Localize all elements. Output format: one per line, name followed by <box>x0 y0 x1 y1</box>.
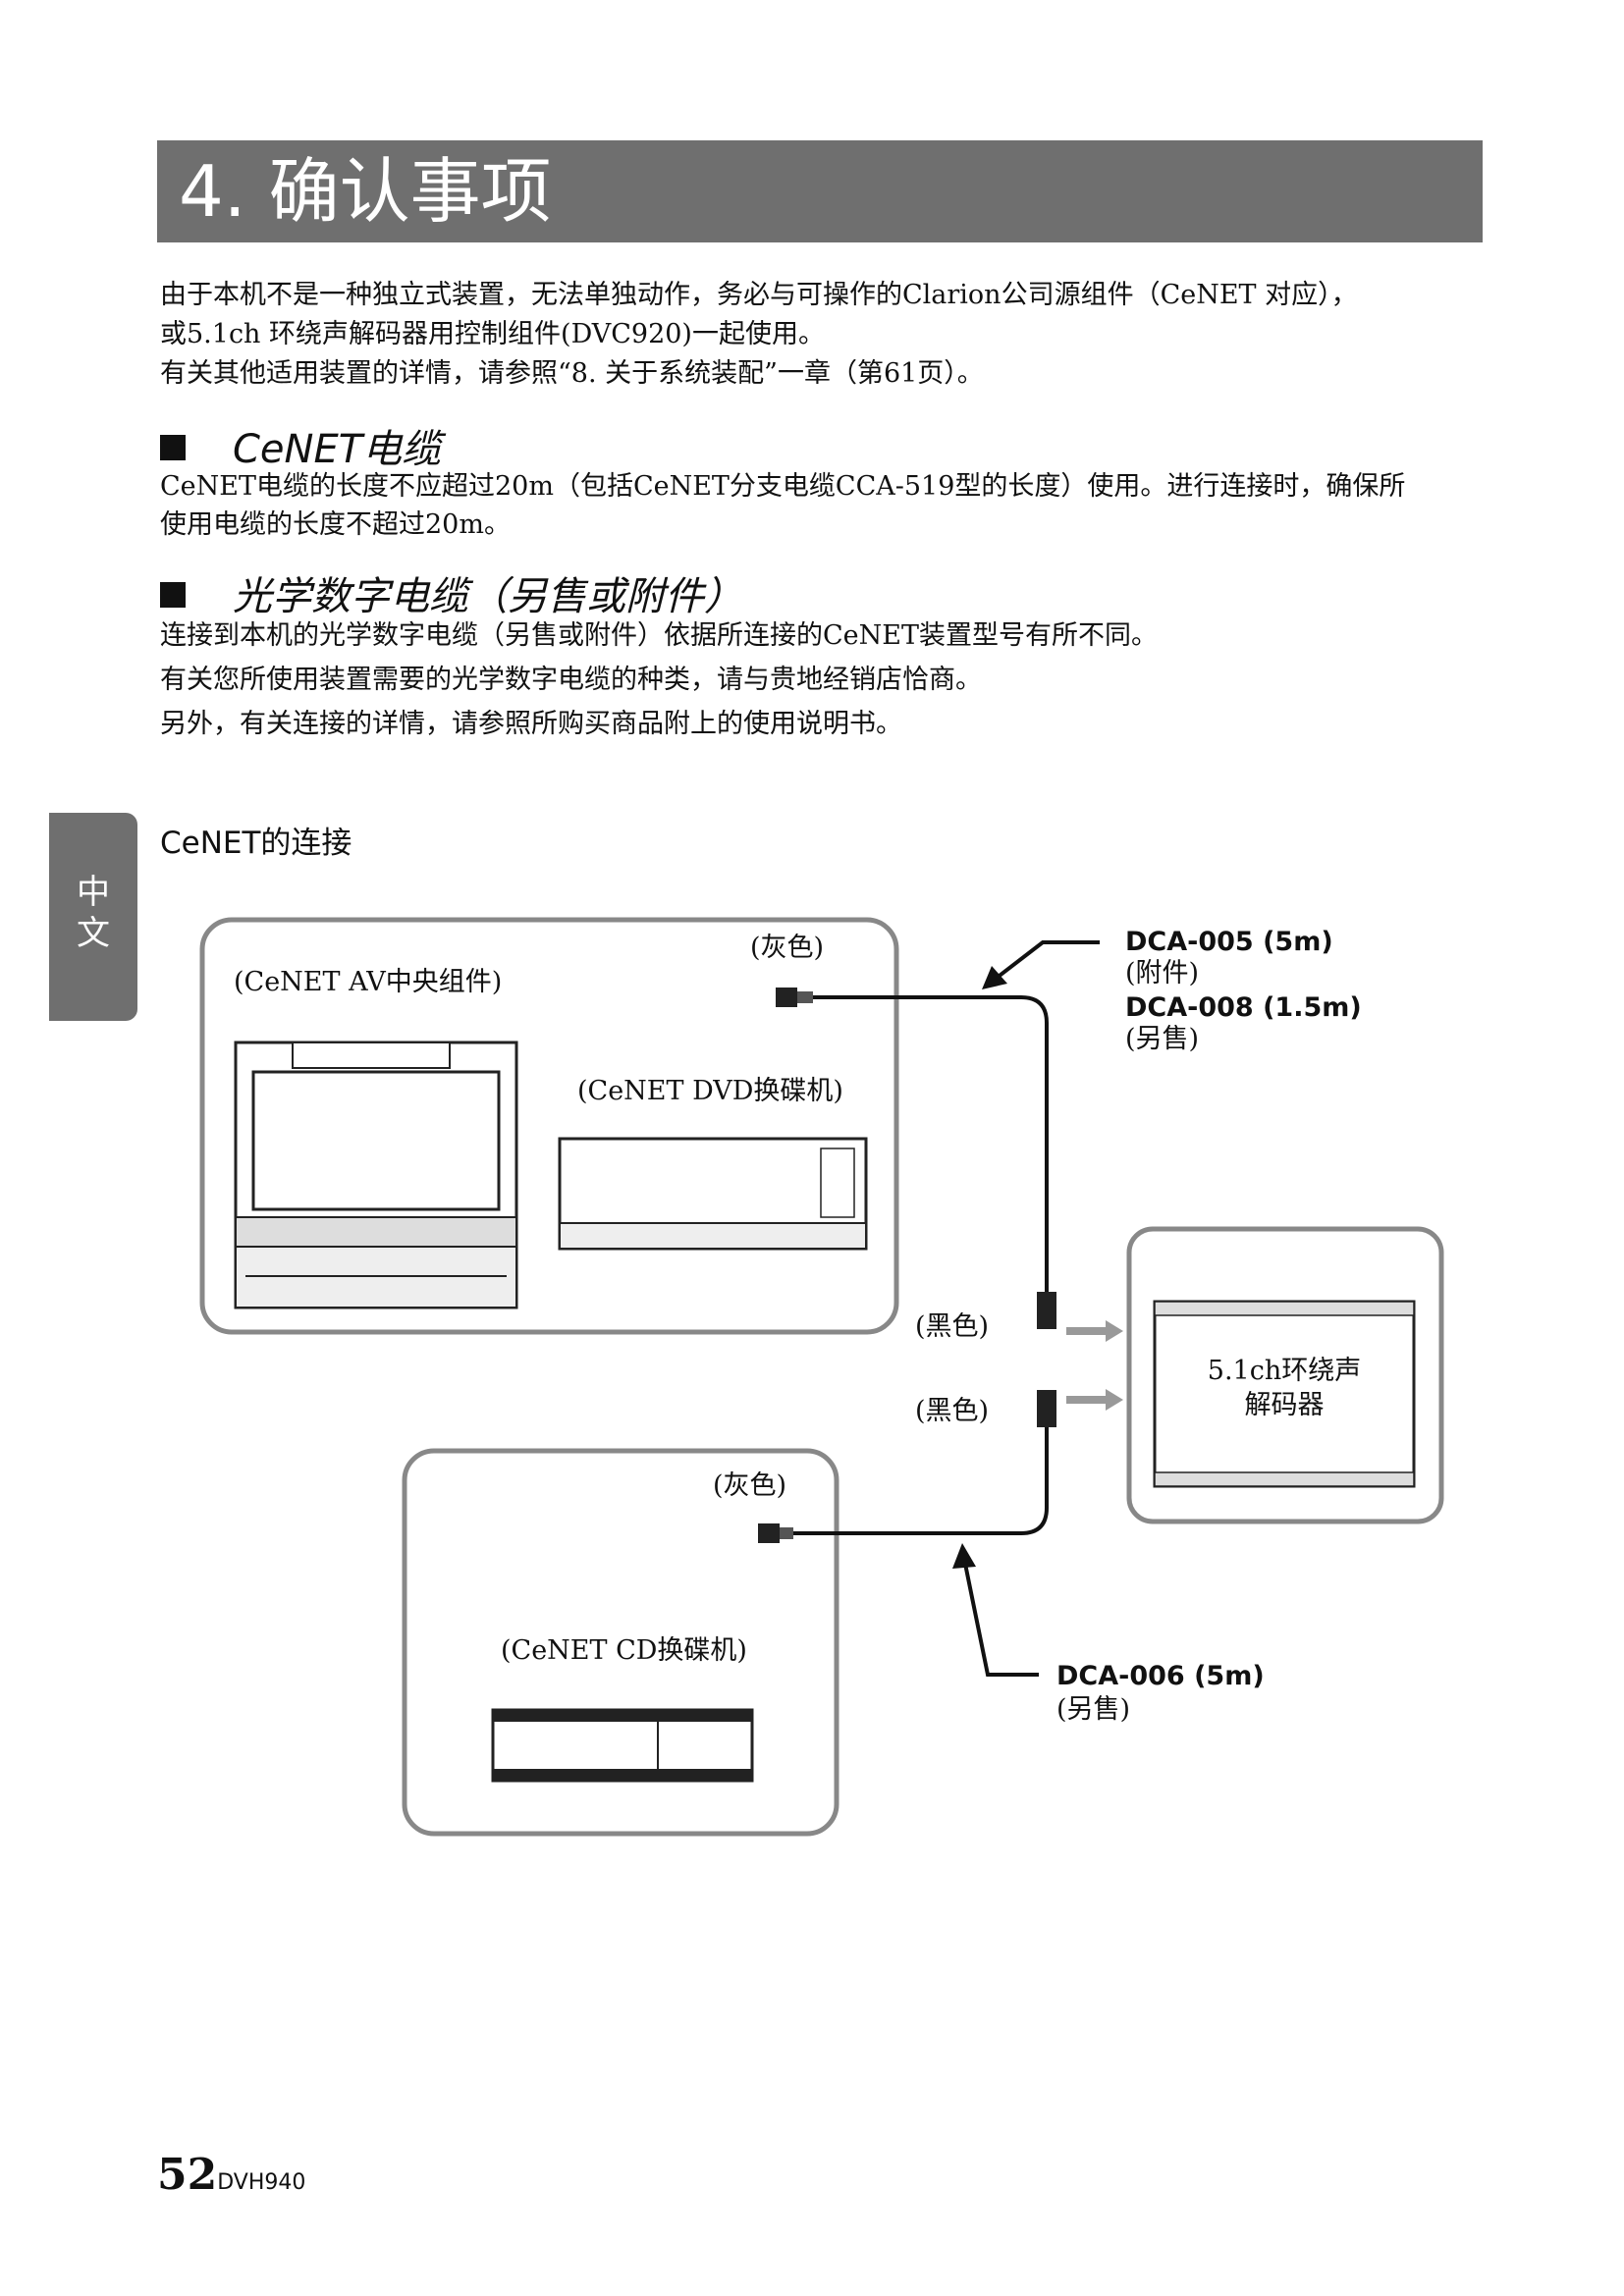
cd-group-frame <box>402 1448 839 1837</box>
bullet-square-icon <box>160 582 186 608</box>
intro-line-1: 由于本机不是一种独立式装置，无法单独动作，务必与可操作的Clarion公司源组件… <box>160 280 1358 310</box>
chapter-header-bar: 4. 确认事项 <box>157 140 1483 242</box>
label-decoder-1: 5.1ch环绕声 <box>1208 1356 1361 1386</box>
section-heading-cenet: CeNET电缆 <box>160 417 441 474</box>
page-number: 52 <box>157 2150 218 2200</box>
label-cable1-note: (附件) <box>1125 958 1199 988</box>
label-gray-top: (灰色) <box>750 933 824 963</box>
pointer-top <box>990 940 1100 984</box>
cd-changer-drawing <box>491 1708 754 1783</box>
model-name: DVH940 <box>217 2170 306 2195</box>
dvd-changer-drawing <box>558 1137 868 1251</box>
connector-cd <box>758 1523 780 1543</box>
connector-decoder-top <box>1037 1292 1056 1329</box>
intro-line-2: 或5.1ch 环绕声解码器用控制组件(DVC920)一起使用。 <box>160 319 825 349</box>
optical-line-1: 连接到本机的光学数字电缆（另售或附件）依据所连接的CeNET装置型号有所不同。 <box>160 620 1158 651</box>
connector-decoder-bottom <box>1037 1390 1056 1427</box>
av-group-frame <box>199 917 899 1335</box>
bullet-square-icon <box>160 435 186 460</box>
cenet-line-2: 使用电缆的长度不超过20m。 <box>160 509 511 540</box>
chapter-title: 4. 确认事项 <box>179 150 552 233</box>
decoder-drawing <box>1153 1300 1416 1488</box>
label-cable2-name: DCA-008 (1.5m) <box>1125 992 1362 1023</box>
pointer-bottom <box>962 1558 1039 1677</box>
label-cable3-name: DCA-006 (5m) <box>1056 1661 1265 1691</box>
label-black-bottom: (黑色) <box>915 1396 989 1426</box>
label-gray-bottom: (灰色) <box>713 1470 786 1501</box>
label-av-unit: (CeNET AV中央组件) <box>234 967 502 997</box>
decoder-frame <box>1126 1226 1444 1524</box>
language-side-tab: 中文 <box>49 813 137 1021</box>
label-cable2-note: (另售) <box>1125 1024 1199 1054</box>
label-dvd-changer: (CeNET DVD换碟机) <box>577 1076 843 1106</box>
cable-bottom <box>793 1412 1049 1535</box>
optical-line-2: 有关您所使用装置需要的光学数字电缆的种类，请与贵地经销店恰商。 <box>160 665 982 695</box>
label-cable1-name: DCA-005 (5m) <box>1125 927 1333 957</box>
label-cd-changer: (CeNET CD换碟机) <box>501 1635 747 1666</box>
page-footer: 52DVH940 <box>157 2150 305 2200</box>
decoder-input-arrows <box>1066 1320 1123 1411</box>
intro-line-3: 有关其他适用装置的详情，请参照“8. 关于系统装配”一章（第61页）。 <box>160 358 984 389</box>
cable-top <box>813 995 1049 1292</box>
connector-av <box>776 988 797 1007</box>
label-cable3-note: (另售) <box>1056 1694 1130 1725</box>
optical-line-3: 另外，有关连接的详情，请参照所购买商品附上的使用说明书。 <box>160 709 902 739</box>
label-decoder-2: 解码器 <box>1245 1390 1325 1420</box>
label-black-top: (黑色) <box>915 1311 989 1342</box>
section-heading-optical: 光学数字电缆（另售或附件） <box>160 564 743 621</box>
diagram-title: CeNET的连接 <box>160 826 352 861</box>
av-head-unit-drawing <box>234 1041 518 1309</box>
language-tab-label: 中文 <box>77 873 110 953</box>
cenet-line-1: CeNET电缆的长度不应超过20m（包括CeNET分支电缆CCA-519型的长度… <box>160 471 1406 502</box>
